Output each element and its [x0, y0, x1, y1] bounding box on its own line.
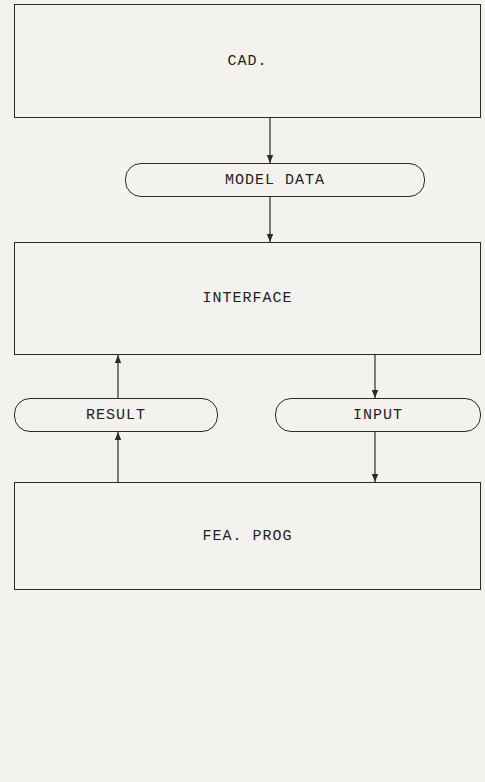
data-terminator: RESULT — [14, 398, 218, 432]
flow-arrow — [117, 355, 118, 398]
process-box: FEA. PROG — [14, 482, 481, 590]
process-box: INTERFACE — [14, 242, 481, 355]
flow-arrow — [374, 432, 375, 482]
box-label: INTERFACE — [194, 290, 300, 307]
flow-arrow — [117, 432, 118, 482]
box-label: RESULT — [78, 407, 154, 424]
flow-arrow — [269, 197, 270, 242]
box-label: FEA. PROG — [194, 528, 300, 545]
flow-arrow — [374, 355, 375, 398]
flow-arrow — [269, 118, 270, 163]
box-label: CAD. — [219, 53, 275, 70]
data-terminator: INPUT — [275, 398, 481, 432]
box-label: INPUT — [345, 407, 411, 424]
box-label: MODEL DATA — [217, 172, 333, 189]
data-terminator: MODEL DATA — [125, 163, 425, 197]
process-box: CAD. — [14, 4, 481, 118]
